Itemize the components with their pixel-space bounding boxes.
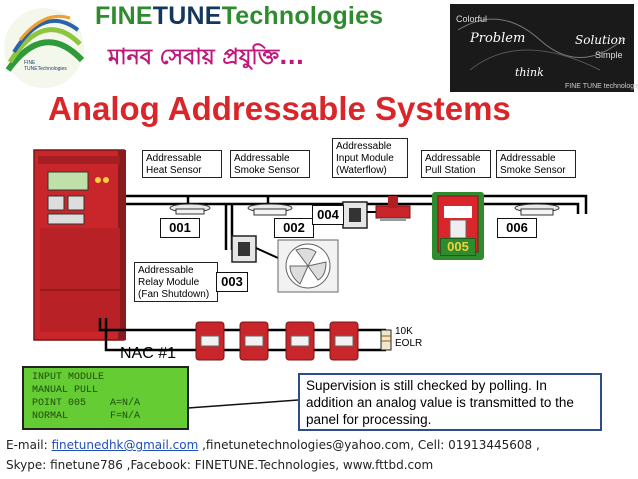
input-module-icon — [342, 201, 376, 229]
address-tag-003: 003 — [216, 272, 248, 292]
lcd-line-4: NORMAL — [32, 411, 69, 422]
device-label-pull-station: Addressable Pull Station — [421, 150, 491, 178]
strobe-horn-icon — [239, 321, 269, 361]
corner-word-colorful: Colorful — [456, 14, 487, 24]
supervision-note: Supervision is still checked by polling.… — [298, 373, 602, 431]
footer-email-link[interactable]: finetunedhk@gmail.com — [51, 438, 199, 452]
brand-title-technologies: Technologies — [221, 2, 384, 30]
relay-module-icon — [231, 235, 279, 263]
address-tag-006: 006 — [497, 218, 537, 238]
corner-word-simple: Simple — [595, 50, 623, 60]
corner-word-solution: Solution — [575, 33, 626, 47]
lcd-display: INPUT MODULE MANUAL PULL POINT 005 A=N/A… — [22, 366, 189, 430]
device-label-smoke-sensor-006: Addressable Smoke Sensor — [496, 150, 576, 178]
lcd-fault-value: F=N/A — [110, 411, 141, 422]
logo-icon — [4, 8, 85, 88]
address-tag-001: 001 — [160, 218, 200, 238]
corner-word-think: think — [515, 66, 544, 79]
corner-word-problem: Problem — [469, 31, 525, 46]
device-label-heat-sensor: Addressable Heat Sensor — [142, 150, 222, 178]
resistor-icon — [380, 329, 392, 351]
heat-sensor-icon — [169, 203, 211, 215]
footer-email-label: E-mail: — [6, 438, 52, 452]
footer-contact-rest: ,finetunetechnologies@yahoo.com, Cell: 0… — [198, 438, 540, 452]
device-label-relay-module: Addressable Relay Module (Fan Shutdown) — [134, 262, 218, 302]
lcd-line-2: MANUAL PULL — [32, 385, 99, 396]
brand-title-tune: TUNE — [152, 2, 222, 30]
eolr-label: 10K EOLR — [395, 326, 423, 349]
lcd-line-3: POINT 005 — [32, 398, 87, 409]
waterflow-valve-icon — [375, 196, 411, 221]
corner-word-brand: FINE TUNE technologies — [565, 83, 638, 90]
smoke-sensor-icon — [247, 203, 293, 216]
brand-title: FINETUNETechnologies — [95, 2, 383, 31]
footer-social-line: Skype: finetune786 ,Facebook: FINETUNE.T… — [6, 458, 434, 472]
smoke-sensor-icon — [514, 203, 560, 216]
nac-label: NAC #1 — [120, 345, 177, 362]
device-label-input-module: Addressable Input Module (Waterflow) — [332, 138, 408, 178]
fan-icon — [277, 239, 339, 293]
lcd-line-1: INPUT MODULE — [32, 372, 105, 383]
problem-solution-image: Colorful Problem Solution Simple think F… — [450, 4, 638, 92]
address-tag-004: 004 — [312, 205, 344, 225]
address-tag-002: 002 — [274, 218, 314, 238]
slide-title: Analog Addressable Systems — [48, 90, 511, 127]
strobe-horn-icon — [329, 321, 359, 361]
strobe-horn-icon — [195, 321, 225, 361]
address-tag-005: 005 — [440, 238, 476, 256]
brand-title-fine: FINE — [95, 2, 153, 30]
fire-alarm-panel-icon — [33, 149, 126, 341]
footer-contact-line: E-mail: finetunedhk@gmail.com ,finetunet… — [6, 438, 540, 452]
brand-tagline: মানব সেবায় প্রযুক্তি... — [108, 45, 305, 70]
logo-caption: FINE TUNETechnologies — [24, 60, 67, 72]
device-label-smoke-sensor-002: Addressable Smoke Sensor — [230, 150, 310, 178]
lcd-analog-value: A=N/A — [110, 398, 141, 409]
strobe-horn-icon — [285, 321, 315, 361]
